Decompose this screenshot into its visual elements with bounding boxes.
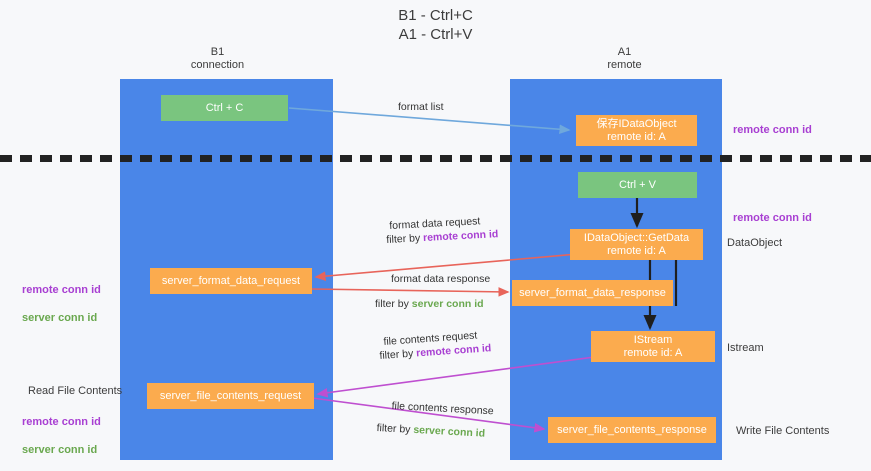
node-server-file-contents-request[interactable]: server_file_contents_request — [147, 383, 314, 409]
filter-prefix: filter by — [386, 232, 424, 246]
node-idataobject[interactable]: 保存IDataObject remote id: A — [576, 115, 697, 146]
annotation-remote-conn-id-mid: remote conn id — [733, 212, 812, 224]
edge-format-data-response — [311, 287, 510, 297]
annotation-conn-ids-lower: remote conn id server conn id — [22, 401, 101, 471]
filter-prefix: filter by — [375, 298, 412, 310]
node-ctrl-v[interactable]: Ctrl + V — [578, 172, 697, 198]
node-server-file-contents-response[interactable]: server_file_contents_response — [548, 417, 716, 443]
node-server-format-data-request[interactable]: server_format_data_request — [150, 268, 312, 294]
lane-header-a1: A1 remote — [607, 46, 642, 71]
phase-divider — [0, 155, 871, 162]
annotation-dataobject: DataObject — [727, 237, 783, 249]
page-title: B1 - Ctrl+C A1 - Ctrl+V — [398, 7, 473, 43]
annotation-istream: Istream — [727, 342, 764, 354]
node-server-format-data-response[interactable]: server_format_data_response — [512, 280, 673, 306]
node-idataobject-getdata[interactable]: IDataObject::GetData remote id: A — [570, 229, 703, 260]
annotation-server-conn-id-left-2: server conn id — [22, 444, 98, 456]
annotation-conn-ids-upper: remote conn id server conn id — [22, 269, 101, 339]
edge-label-file-contents-response-filter: filter by server conn id — [376, 421, 485, 441]
annotation-remote-conn-id-left-1: remote conn id — [22, 284, 101, 296]
annotation-write-file-contents: Write File Contents — [736, 425, 830, 437]
annotation-read-file-contents: Read File Contents — [28, 385, 123, 397]
edge-label-format-data-response-filter: filter by server conn id — [375, 297, 484, 311]
edge-label-file-contents-response: file contents response — [391, 399, 494, 418]
annotation-remote-conn-id-left-2: remote conn id — [22, 416, 101, 428]
filter-key-server-conn-id: server conn id — [413, 423, 486, 440]
filter-key-remote-conn-id: remote conn id — [415, 342, 492, 360]
filter-key-remote-conn-id: remote conn id — [422, 228, 499, 245]
annotation-server-conn-id-left-1: server conn id — [22, 312, 98, 324]
filter-key-server-conn-id: server conn id — [411, 298, 484, 310]
annotation-remote-conn-id-top: remote conn id — [733, 124, 812, 136]
lane-header-b1: B1 connection — [190, 46, 245, 71]
node-ctrl-c[interactable]: Ctrl + C — [161, 95, 288, 121]
filter-prefix: filter by — [379, 347, 417, 362]
filter-prefix: filter by — [376, 421, 414, 436]
edge-label-format-data-response: format data response — [391, 273, 491, 285]
node-istream[interactable]: IStream remote id: A — [591, 331, 715, 362]
edge-label-format-list: format list — [398, 101, 444, 113]
